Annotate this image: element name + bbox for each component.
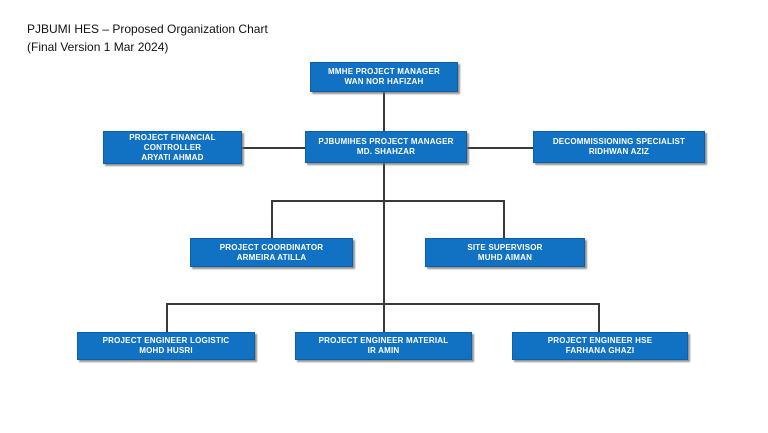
person-name: RIDHWAN AZIZ: [588, 147, 650, 156]
org-node-pjbumihes-project-manager: PJBUMIHES PROJECT MANAGER MD. SHAHZAR: [305, 131, 467, 163]
role-label-line2: CONTROLLER: [143, 142, 202, 152]
role-label: PROJECT ENGINEER HSE: [547, 336, 653, 345]
connector-drop-engineer-hse: [598, 303, 600, 332]
connector-pjbumihes-to-decommissioning: [466, 147, 533, 149]
role-label: PROJECT ENGINEER MATERIAL: [318, 336, 449, 345]
org-node-project-coordinator: PROJECT COORDINATOR ARMEIRA ATILLA: [190, 238, 353, 267]
person-name: WAN NOR HAFIZAH: [344, 77, 424, 86]
chart-title-line2: (Final Version 1 Mar 2024): [27, 40, 169, 54]
connector-level4-bus: [166, 303, 600, 305]
org-node-project-engineer-hse: PROJECT ENGINEER HSE FARHANA GHAZI: [512, 332, 688, 360]
person-name: ARMEIRA ATILLA: [236, 252, 307, 262]
connector-drop-coordinator: [271, 200, 273, 238]
connector-mmhe-to-pjbumihes: [383, 92, 385, 131]
role-label: PROJECT COORDINATOR: [219, 242, 324, 252]
role-label: SITE SUPERVISOR: [467, 242, 543, 252]
connector-pjbumihes-trunk: [383, 163, 385, 332]
person-name: IR AMIN: [367, 346, 400, 355]
connector-financial-to-pjbumihes: [242, 147, 305, 149]
person-name: MOHD HUSRI: [139, 346, 193, 355]
person-name: MD. SHAHZAR: [356, 147, 416, 156]
person-name: MUHD AIMAN: [477, 252, 533, 262]
org-node-mmhe-project-manager: MMHE PROJECT MANAGER WAN NOR HAFIZAH: [310, 62, 458, 92]
connector-level3-bus: [271, 200, 505, 202]
role-label: DECOMMISSIONING SPECIALIST: [552, 137, 686, 146]
role-label: PJBUMIHES PROJECT MANAGER: [318, 137, 454, 146]
org-node-site-supervisor: SITE SUPERVISOR MUHD AIMAN: [425, 238, 585, 267]
role-label: PROJECT ENGINEER LOGISTIC: [102, 336, 230, 345]
chart-title-line1: PJBUMI HES – Proposed Organization Chart: [27, 22, 268, 36]
org-node-project-financial-controller: PROJECT FINANCIAL CONTROLLER ARYATI AHMA…: [103, 131, 242, 164]
person-name: FARHANA GHAZI: [565, 346, 635, 355]
org-node-project-engineer-material: PROJECT ENGINEER MATERIAL IR AMIN: [295, 332, 472, 360]
connector-drop-site-supervisor: [503, 200, 505, 238]
chart-title: PJBUMI HES – Proposed Organization Chart…: [27, 20, 268, 56]
org-node-project-engineer-logistic: PROJECT ENGINEER LOGISTIC MOHD HUSRI: [77, 332, 255, 360]
role-label: MMHE PROJECT MANAGER: [327, 67, 440, 76]
org-node-decommissioning-specialist: DECOMMISSIONING SPECIALIST RIDHWAN AZIZ: [533, 131, 705, 163]
person-name: ARYATI AHMAD: [141, 152, 204, 162]
role-label: PROJECT FINANCIAL: [129, 132, 216, 142]
connector-drop-engineer-logistic: [166, 303, 168, 332]
